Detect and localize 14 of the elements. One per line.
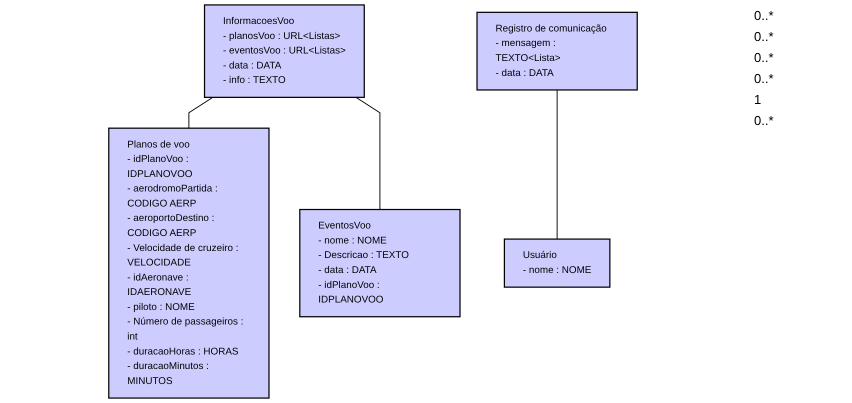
multiplicity-label: 0..* xyxy=(754,8,775,23)
connector xyxy=(356,96,380,210)
multiplicity-label: 0..* xyxy=(754,113,775,128)
connector xyxy=(556,90,558,240)
connector xyxy=(188,96,214,129)
node-box: Registro de comunicação - mensagem : TEXTO<Lista> - data : DATA xyxy=(476,12,638,91)
multiplicity-label: 0..* xyxy=(754,50,775,65)
node-box: InformacoesVoo - planosVoo : URL<Listas> - eventosVoo : URL<Listas> - data : DATA - info : TEXTO xyxy=(204,4,365,98)
multiplicity-label: 0..* xyxy=(754,29,775,44)
node-box: Usuário - nome : NOME xyxy=(504,238,610,288)
node-box: EventosVoo - nome : NOME - Descricao : TEXTO - data : DATA - idPlanoVoo : IDPLANOVOO xyxy=(299,208,461,318)
multiplicity-label: 1 xyxy=(754,92,762,107)
node-box: Planos de voo - idPlanoVoo : IDPLANOVOO - aerodromoPartida : CODIGO AERP - aeroportoDestino : CODIGO AERP - Velocidade de cruzeiro : VELOCIDADE - idAeronave : IDAERONAVE - piloto : NOME - Número de passageiros : int - duracaoHoras : HORAS - duracaoMinutos : MINUTOS xyxy=(108,128,270,399)
multiplicity-label: 0..* xyxy=(754,71,775,86)
